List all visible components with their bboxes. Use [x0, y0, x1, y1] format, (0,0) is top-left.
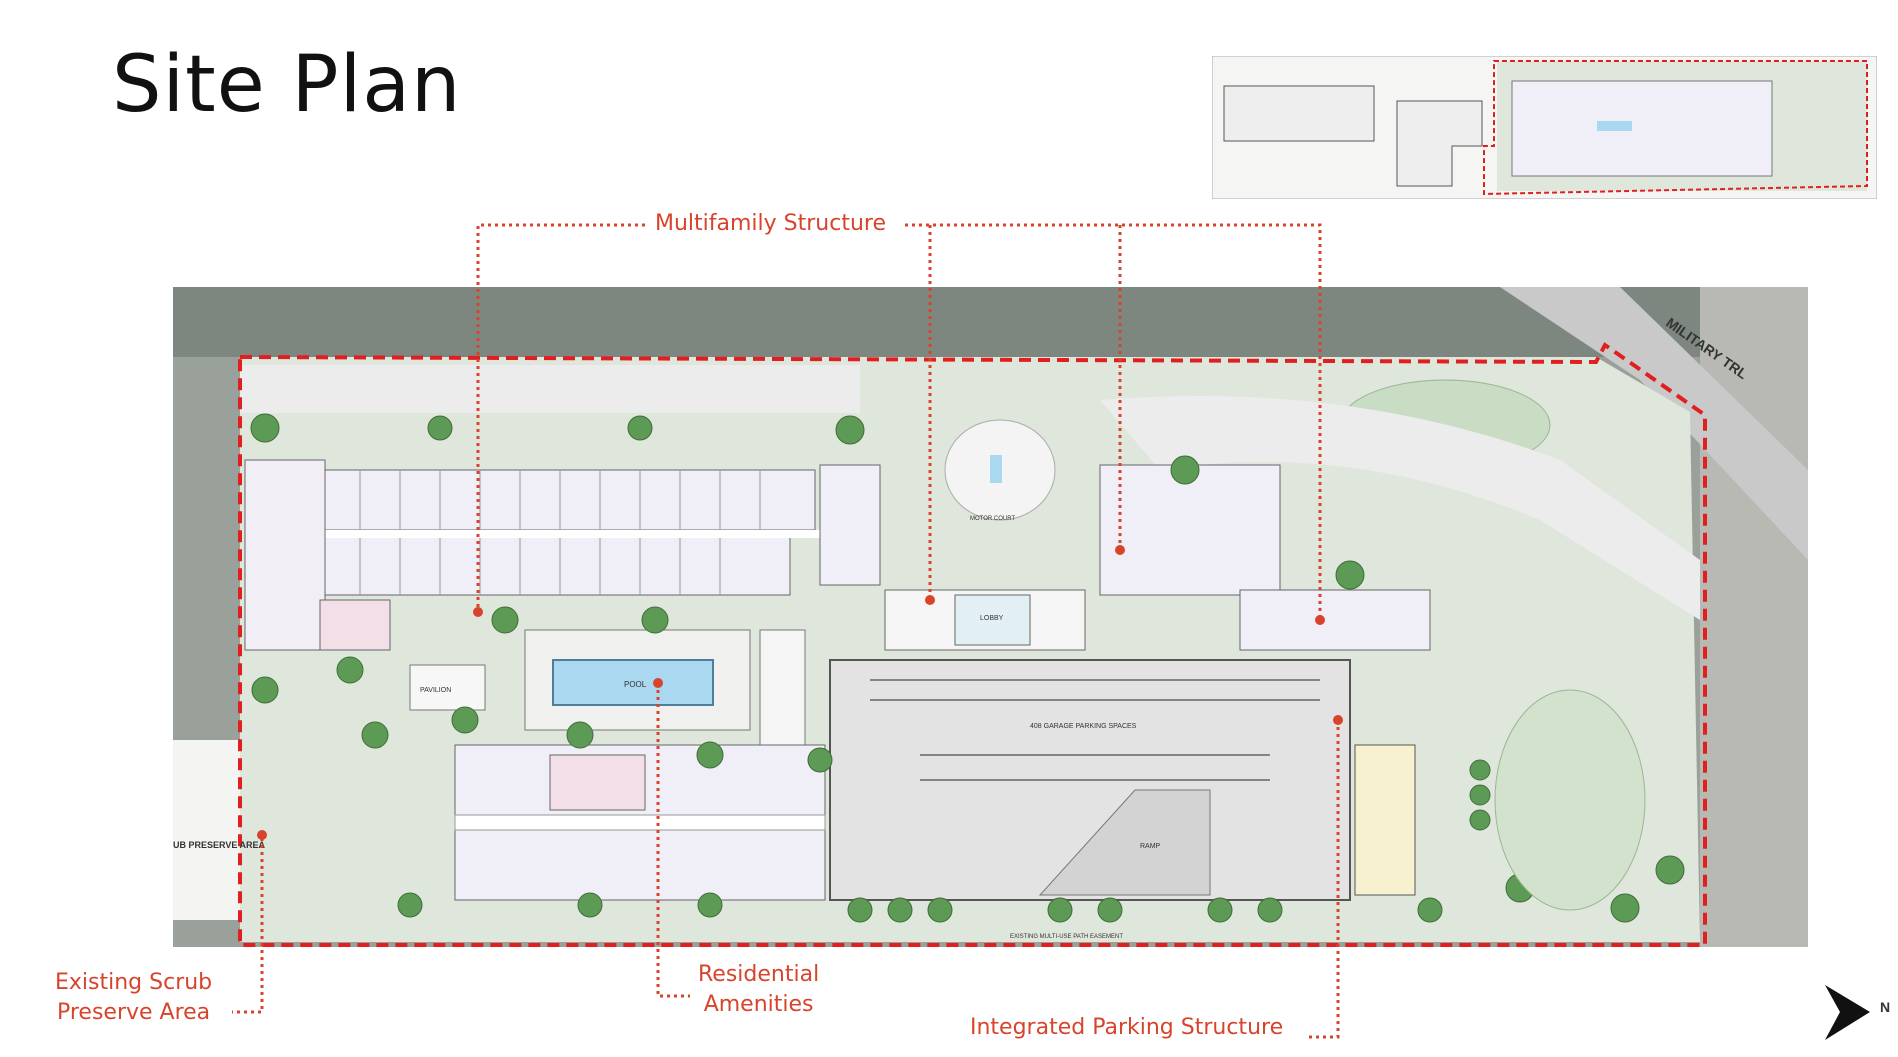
page-title: Site Plan: [112, 40, 462, 130]
parking-stall-rows: [870, 679, 1320, 781]
lobby-label: LOBBY: [980, 615, 1004, 622]
easement-label: EXISTING MULTI-USE PATH EASEMENT: [1010, 934, 1123, 940]
garage-label: 408 GARAGE PARKING SPACES: [1030, 723, 1137, 730]
surface-parking: [240, 365, 860, 413]
pavilion-label: PAVILION: [420, 687, 451, 694]
lobby-block: [954, 594, 1031, 646]
east-block-c: [1239, 589, 1431, 651]
callout-leaders: [232, 223, 1340, 1039]
retention-area-right: [1494, 689, 1646, 911]
north-wing-units-a: [254, 469, 816, 531]
callout-residential-amenities: Residential Amenities: [698, 962, 820, 1017]
military-trail-road: [1500, 287, 1808, 560]
pavilion: [409, 664, 486, 711]
key-map-boundary: [1483, 60, 1868, 196]
corridor-north: [320, 530, 820, 538]
south-wing-units-b: [454, 829, 826, 901]
callout-parking-structure: Integrated Parking Structure: [970, 1015, 1284, 1040]
pool-label: POOL: [624, 680, 647, 689]
corridor-south: [454, 814, 826, 831]
north-label: N: [1880, 999, 1890, 1015]
pool: [552, 659, 714, 706]
unit-dividers: [359, 470, 761, 595]
key-map-building-2: [1396, 100, 1483, 187]
callout-multifamily: Multifamily Structure: [655, 211, 887, 236]
key-map-site-buildings: [1511, 80, 1773, 177]
east-block-a: [819, 464, 881, 586]
trees: [250, 413, 1685, 923]
callout-dots: [257, 545, 1343, 840]
motor-court-label: MOTOR COURT: [970, 516, 1015, 522]
key-map-building-1: [1223, 85, 1375, 142]
west-wing-pink: [319, 599, 391, 651]
key-map-pool: [1597, 121, 1632, 131]
service-rooms: [1354, 744, 1416, 896]
fountain: [990, 455, 1002, 483]
preserve-label: UB PRESERVE AREA: [173, 840, 266, 850]
north-arrow-icon: [1825, 985, 1870, 1040]
callout-scrub-preserve: Existing Scrub Preserve Area: [55, 970, 213, 1025]
west-wing: [244, 459, 326, 651]
south-wing-pink: [549, 754, 646, 811]
entry-drive: [1100, 396, 1700, 620]
ramp-label: RAMP: [1140, 843, 1161, 850]
fitness-column: [759, 629, 806, 756]
east-block-b: [1099, 464, 1281, 596]
garage-ramp: [1038, 789, 1211, 896]
key-map-inset: [1212, 56, 1877, 199]
property-boundary: [238, 342, 1707, 947]
